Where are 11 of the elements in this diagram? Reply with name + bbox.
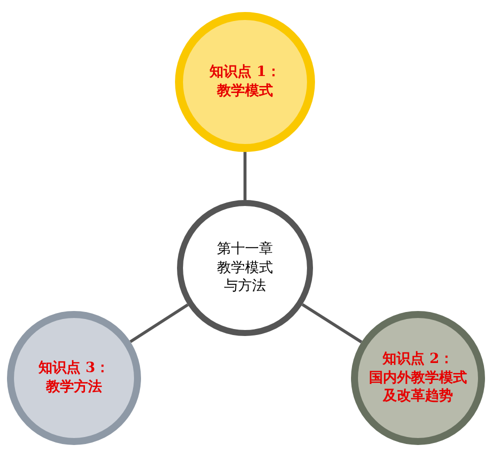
connector-line (302, 303, 362, 344)
topic-title: 教学模式 (217, 82, 273, 101)
topic-title: 教学模式与方法 (216, 258, 274, 296)
topic-heading: 知识点 3： (38, 359, 110, 378)
topic-heading: 知识点 1： (210, 63, 280, 82)
topic-heading: 知识点 2： (382, 350, 454, 369)
topic-title: 国内外教学模式及改革趋势 (369, 368, 467, 406)
topic-title: 教学方法 (46, 378, 102, 397)
connector-line (244, 152, 246, 200)
connector-line (130, 304, 189, 344)
topic-heading: 第十一章 (217, 240, 273, 259)
